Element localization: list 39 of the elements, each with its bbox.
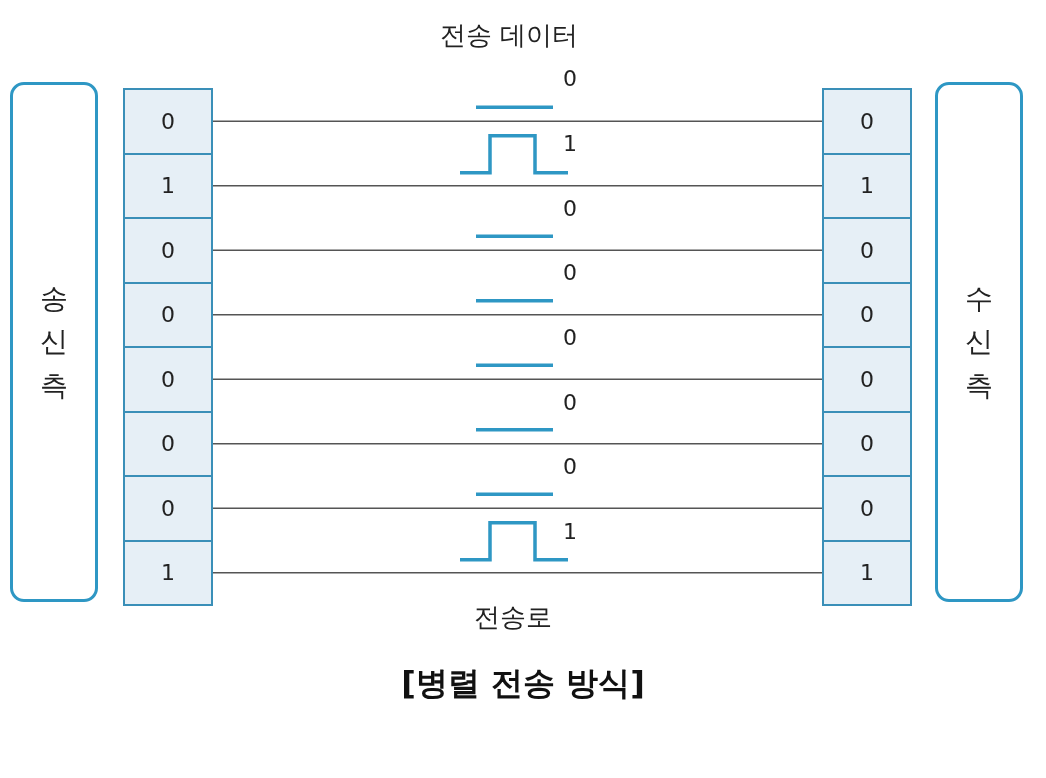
bit-cell: 1 (123, 152, 213, 219)
bit-cell: 0 (822, 475, 912, 542)
bit-cell: 1 (822, 539, 912, 606)
bit-cell: 0 (123, 217, 213, 284)
bit-cell: 0 (822, 281, 912, 348)
bit-cell: 1 (822, 152, 912, 219)
data-heading: 전송 데이터 (440, 19, 579, 52)
bit-cell: 0 (822, 217, 912, 284)
panel-label: 수신측 (964, 280, 994, 404)
bit-cell: 0 (123, 281, 213, 348)
bit-cell: 0 (123, 88, 213, 155)
bit-value-label: 1 (563, 131, 577, 156)
transmission-line (212, 443, 823, 445)
bit-value-label: 0 (563, 66, 577, 91)
side-panel (935, 82, 1023, 602)
transmission-line (212, 120, 823, 122)
bit-cell: 0 (822, 88, 912, 155)
bit-value-label: 0 (563, 196, 577, 221)
transmission-line (212, 378, 823, 380)
bit-value-label: 0 (563, 325, 577, 350)
channel-label: 전송로 (474, 601, 552, 634)
transmission-line (212, 185, 823, 187)
bit-cell: 0 (822, 346, 912, 413)
bit-value-label: 0 (563, 260, 577, 285)
bit-value-label: 0 (563, 390, 577, 415)
bit-cell: 0 (123, 346, 213, 413)
side-panel (10, 82, 98, 602)
bit-cell: 0 (822, 410, 912, 477)
bit-cell: 0 (123, 410, 213, 477)
transmission-line (212, 314, 823, 316)
transmission-line (212, 249, 823, 251)
bit-cell: 0 (123, 475, 213, 542)
bit-value-label: 1 (563, 519, 577, 544)
bit-cell: 1 (123, 539, 213, 606)
bit-value-label: 0 (563, 454, 577, 479)
caption: [병렬 전송 방식] (400, 663, 646, 704)
transmission-line (212, 572, 823, 574)
panel-label: 송신측 (39, 280, 69, 404)
transmission-line (212, 507, 823, 509)
